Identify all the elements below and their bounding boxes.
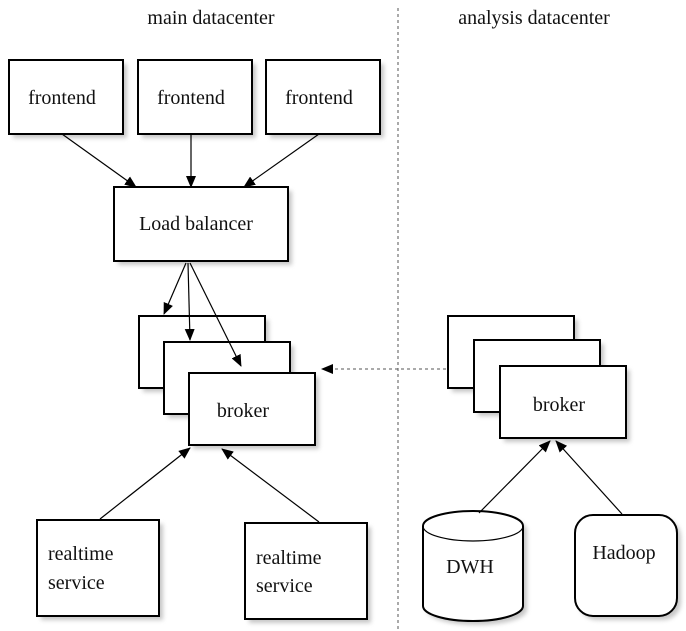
broker-stack-main: broker — [138, 315, 319, 449]
load-balancer-label: Load balancer — [139, 213, 253, 235]
edge-dwh-to-broker — [478, 440, 551, 514]
load-balancer-node: Load balancer — [113, 186, 292, 265]
frontend-node-2: frontend — [137, 59, 256, 138]
dwh-label: DWH — [446, 556, 494, 578]
edge-loadbalancer-to-broker-middle — [184, 262, 195, 341]
frontend-label: frontend — [28, 87, 96, 109]
hadoop-label: Hadoop — [592, 542, 655, 564]
broker-instance-front — [188, 372, 316, 446]
frontend-node-1: frontend — [8, 59, 127, 138]
edge-hadoop-to-broker — [555, 440, 623, 515]
edge-frontend1-to-loadbalancer — [61, 133, 137, 188]
edge-frontend3-to-loadbalancer — [243, 133, 320, 188]
realtime-service-node-1: realtime service — [36, 519, 163, 620]
realtime-service-label: realtime service — [48, 543, 119, 594]
dwh-database-node: DWH — [422, 510, 527, 625]
edge-loadbalancer-to-broker-back — [163, 262, 187, 315]
broker-instance-front — [499, 365, 627, 439]
realtime-service-node-2: realtime service — [244, 522, 371, 623]
realtime-service-label: realtime service — [256, 547, 327, 597]
broker-stack-analysis: broker — [447, 315, 630, 442]
frontend-node-3: frontend — [265, 59, 384, 138]
edge-loadbalancer-to-broker-front — [189, 262, 242, 367]
edge-realtime2-to-broker — [221, 448, 320, 523]
hadoop-node: Hadoop — [574, 514, 681, 620]
analysis-datacenter-title: analysis datacenter — [458, 7, 610, 29]
main-datacenter-title: main datacenter — [147, 7, 274, 29]
frontend-label: frontend — [157, 87, 225, 109]
frontend-label: frontend — [285, 87, 353, 109]
broker-main-label: broker — [217, 400, 270, 422]
broker-analysis-label: broker — [533, 394, 586, 416]
edge-realtime1-to-broker — [99, 447, 191, 520]
